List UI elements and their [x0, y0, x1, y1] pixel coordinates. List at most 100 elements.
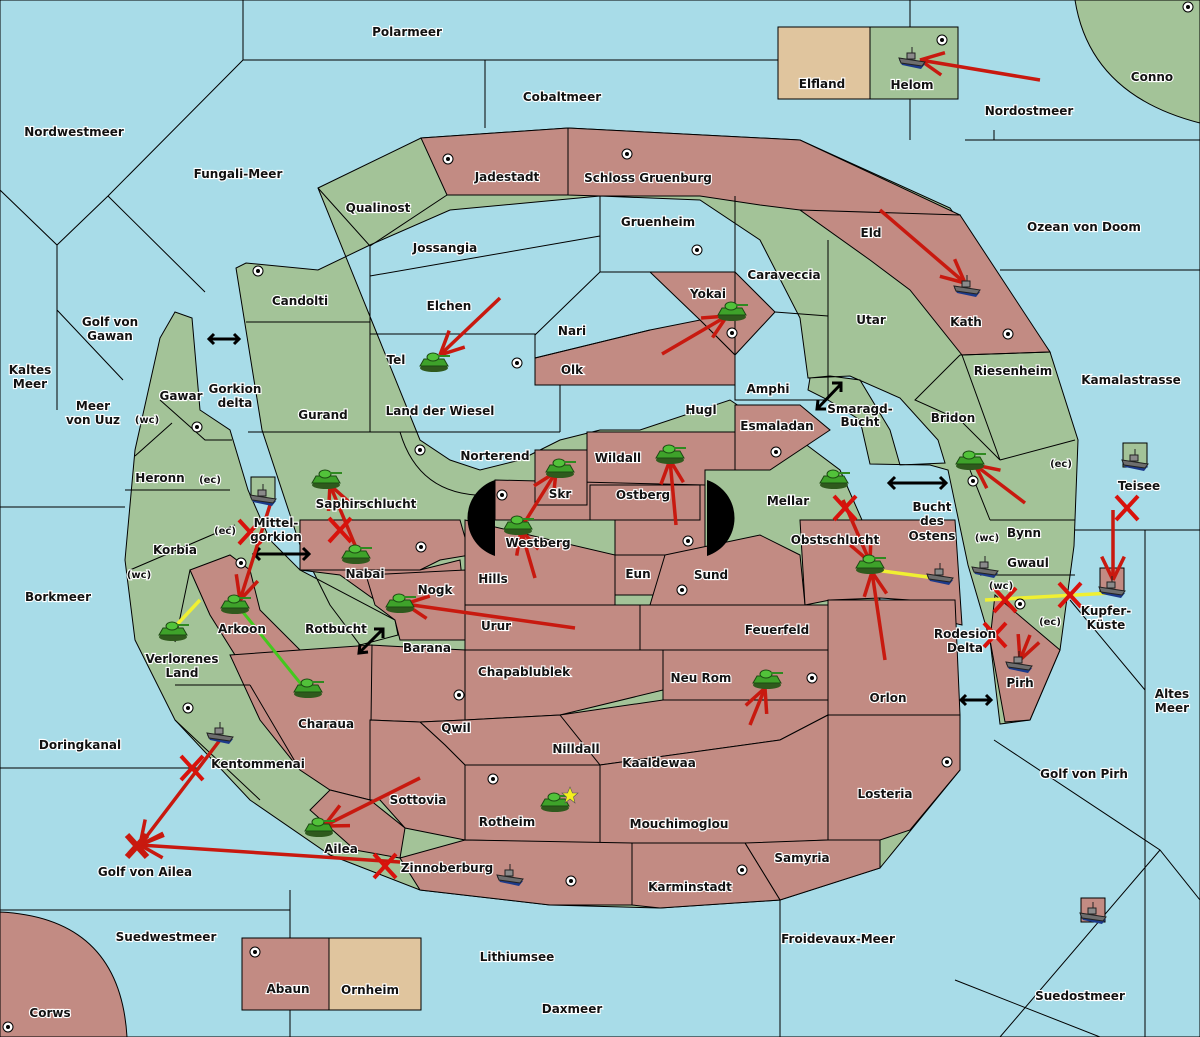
province-label-nari[interactable]: Nari: [557, 323, 587, 339]
province-label-jossangia[interactable]: Jossangia: [411, 240, 479, 256]
fleet-ship-icon[interactable]: [1098, 576, 1126, 598]
fleet-ship-icon[interactable]: [898, 47, 926, 69]
province-label-yokai[interactable]: Yokai: [688, 286, 727, 302]
army-tank-icon[interactable]: [293, 678, 324, 698]
army-tank-icon[interactable]: [955, 450, 986, 470]
sea-label-daxmeer[interactable]: Daxmeer: [541, 1001, 604, 1017]
sea-label-suedwestmeer[interactable]: Suedwestmeer: [115, 929, 218, 945]
province-label-ornheim[interactable]: Ornheim: [340, 982, 400, 998]
sea-label-doringkanal[interactable]: Doringkanal: [38, 737, 122, 753]
sea-label-lithiumsee[interactable]: Lithiumsee: [479, 949, 556, 965]
province-label-sund[interactable]: Sund: [693, 567, 730, 583]
sea-label-meer[interactable]: Meer: [75, 398, 111, 414]
sea-label-altes[interactable]: Altes: [1154, 686, 1191, 702]
province-label-kath[interactable]: Kath: [949, 314, 983, 330]
province-label-ostberg[interactable]: Ostberg: [615, 487, 672, 503]
province-label-obstschlucht[interactable]: Obstschlucht: [790, 532, 881, 548]
province-label-karminstadt[interactable]: Karminstadt: [647, 879, 733, 895]
sea-label-rodesion[interactable]: Rodesion: [933, 626, 997, 642]
fleet-ship-icon[interactable]: [1005, 651, 1033, 673]
province-label-orlon[interactable]: Orlon: [868, 690, 907, 706]
province-label-nogk[interactable]: Nogk: [416, 582, 454, 598]
province-label-charaua[interactable]: Charaua: [297, 716, 355, 732]
sea-label-gorkion[interactable]: gorkion: [249, 529, 303, 545]
province-label-losteria[interactable]: Losteria: [856, 786, 913, 802]
army-tank-icon[interactable]: [220, 594, 251, 614]
province-label-verlorenes[interactable]: Verlorenes: [144, 651, 219, 667]
sea-label-von-uuz[interactable]: von Uuz: [65, 412, 121, 428]
province-label-utar[interactable]: Utar: [855, 312, 887, 328]
fleet-ship-icon[interactable]: [249, 484, 277, 506]
fleet-ship-icon[interactable]: [1121, 449, 1149, 471]
province-label-riesenheim[interactable]: Riesenheim: [973, 363, 1054, 379]
army-tank-icon[interactable]: [540, 792, 571, 812]
province-label-corws[interactable]: Corws: [28, 1005, 71, 1021]
province-label-gwaul[interactable]: Gwaul: [1006, 555, 1050, 571]
province-label-urur[interactable]: Urur: [480, 618, 512, 634]
sea-label-mittel[interactable]: Mittel-: [253, 515, 300, 531]
sea-label-rotbucht[interactable]: Rotbucht: [304, 621, 368, 637]
province-label-wildall[interactable]: Wildall: [594, 450, 643, 466]
province-label-barana[interactable]: Barana: [402, 640, 452, 656]
army-tank-icon[interactable]: [158, 621, 189, 641]
fleet-ship-icon[interactable]: [926, 563, 954, 585]
sea-label-froidevaux-meer[interactable]: Froidevaux-Meer: [780, 931, 896, 947]
province-label-skr[interactable]: Skr: [548, 486, 573, 502]
province-label-bynn[interactable]: Bynn: [1006, 525, 1042, 541]
province-label-eld[interactable]: Eld: [859, 225, 882, 241]
army-tank-icon[interactable]: [304, 817, 335, 837]
sea-label-bucht[interactable]: Bucht: [839, 414, 881, 430]
army-tank-icon[interactable]: [341, 544, 372, 564]
province-label-candolti[interactable]: Candolti: [271, 293, 329, 309]
army-tank-icon[interactable]: [419, 352, 450, 372]
province-label-jadestadt[interactable]: Jadestadt: [473, 169, 541, 185]
sea-label-meer[interactable]: Meer: [12, 376, 48, 392]
sea-label-delta[interactable]: Delta: [946, 640, 984, 656]
sea-label-gawan[interactable]: Gawan: [86, 328, 134, 344]
province-label-neu-rom[interactable]: Neu Rom: [669, 670, 732, 686]
army-tank-icon[interactable]: [855, 554, 886, 574]
sea-label-meer[interactable]: Meer: [1154, 700, 1190, 716]
province-label-hills[interactable]: Hills: [477, 571, 509, 587]
sea-label-nordostmeer[interactable]: Nordostmeer: [984, 103, 1075, 119]
sea-label-gorkion[interactable]: Gorkion: [207, 381, 262, 397]
province-label-mouchimoglou[interactable]: Mouchimoglou: [629, 816, 730, 832]
province-corws[interactable]: [0, 911, 128, 1037]
province-label-zinnoberburg[interactable]: Zinnoberburg: [400, 860, 495, 876]
sea-label-teisee[interactable]: Teisee: [1117, 478, 1161, 494]
sea-label-cobaltmeer[interactable]: Cobaltmeer: [522, 89, 603, 105]
province-label-helom[interactable]: Helom: [889, 77, 934, 93]
province-label-mellar[interactable]: Mellar: [766, 493, 811, 509]
fleet-ship-icon[interactable]: [971, 556, 999, 578]
army-tank-icon[interactable]: [752, 669, 783, 689]
province-label-sottovia[interactable]: Sottovia: [389, 792, 448, 808]
sea-label-k-ste[interactable]: Küste: [1086, 617, 1127, 633]
army-tank-icon[interactable]: [655, 444, 686, 464]
province-label-pirh[interactable]: Pirh: [1005, 675, 1035, 691]
sea-label-smaragd[interactable]: Smaragd-: [826, 401, 894, 417]
army-tank-icon[interactable]: [385, 593, 416, 613]
province-label-saphirschlucht[interactable]: Saphirschlucht: [315, 496, 418, 512]
sea-label-golf-von-ailea[interactable]: Golf von Ailea: [97, 864, 193, 880]
sea-label-delta[interactable]: delta: [217, 395, 254, 411]
sea-label-golf-von-pirh[interactable]: Golf von Pirh: [1039, 766, 1129, 782]
province-label-eun[interactable]: Eun: [624, 566, 651, 582]
province-label-elfland[interactable]: Elfland: [798, 76, 847, 92]
sea-label-polarmeer[interactable]: Polarmeer: [371, 24, 443, 40]
province-label-nabai[interactable]: Nabai: [344, 566, 385, 582]
province-label-conno[interactable]: Conno: [1130, 69, 1175, 85]
province-label-land-der-wiesel[interactable]: Land der Wiesel: [385, 403, 496, 419]
province-label-qwil[interactable]: Qwil: [440, 720, 472, 736]
sea-label-bucht[interactable]: Bucht: [911, 499, 953, 515]
province-label-gawar[interactable]: Gawar: [158, 388, 203, 404]
province-label-abaun[interactable]: Abaun: [265, 981, 310, 997]
province-label-feuerfeld[interactable]: Feuerfeld: [744, 622, 811, 638]
army-tank-icon[interactable]: [545, 458, 576, 478]
province-label-arkoon[interactable]: Arkoon: [217, 621, 267, 637]
sea-label-golf-von[interactable]: Golf von: [81, 314, 139, 330]
army-tank-icon[interactable]: [311, 469, 342, 489]
sea-label-suedostmeer[interactable]: Suedostmeer: [1034, 988, 1126, 1004]
sea-label-kupfer[interactable]: Kupfer-: [1080, 603, 1133, 619]
province-label-schloss-gruenburg[interactable]: Schloss Gruenburg: [583, 170, 713, 186]
province-label-samyria[interactable]: Samyria: [773, 850, 830, 866]
